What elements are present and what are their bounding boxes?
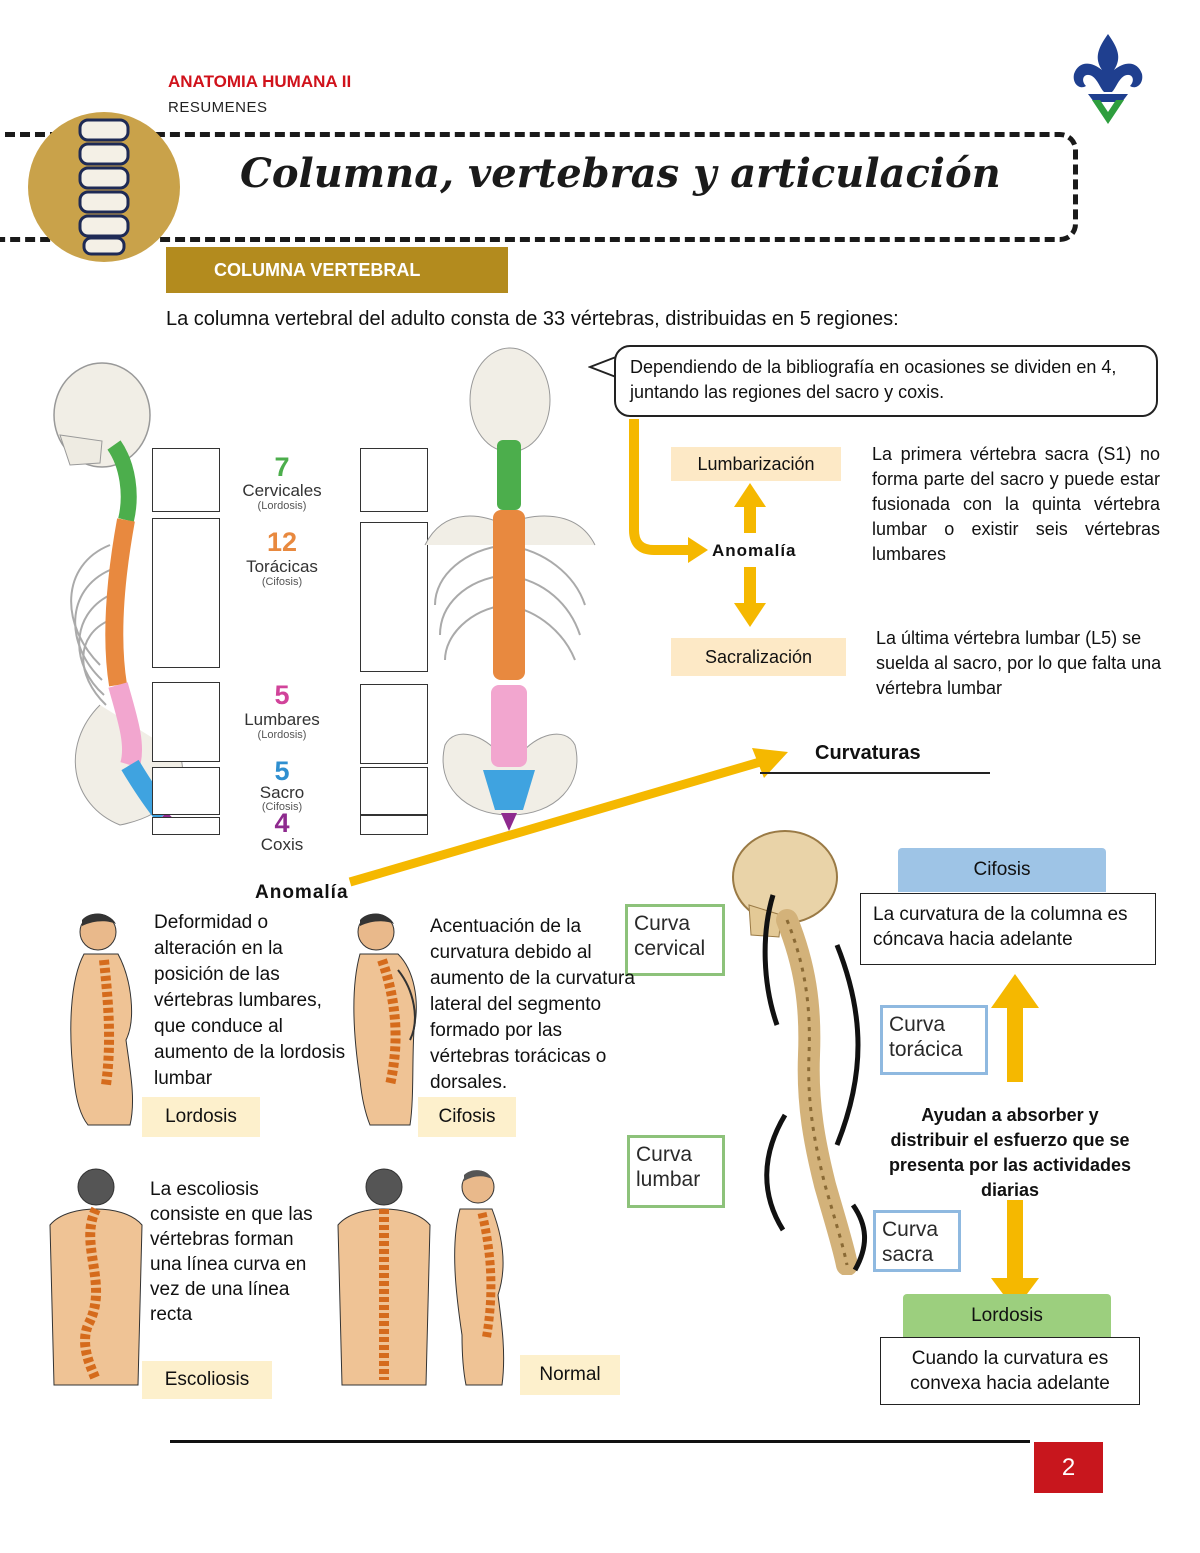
skeleton-spine-illustration <box>732 830 868 1275</box>
lordosis-description: Deformidad o alteración en la posición d… <box>154 912 346 1089</box>
vertebrae-icon <box>78 118 130 256</box>
heading-underline <box>760 772 990 774</box>
coccyx-name: Coxis <box>260 835 304 854</box>
sacralizacion-label: Sacralización <box>671 638 846 676</box>
university-logo-icon <box>1073 34 1143 124</box>
section-title: COLUMNA VERTEBRAL <box>166 247 508 293</box>
blank-label-box <box>360 767 428 815</box>
lordosis-header: Lordosis <box>903 1294 1111 1338</box>
lordosis-tag: Lordosis <box>142 1097 260 1137</box>
posterior-thoracic <box>493 510 525 680</box>
normal-tag: Normal <box>520 1355 620 1395</box>
curva-lumbar-label: Curva lumbar <box>627 1135 725 1208</box>
curvaturas-arrow <box>348 748 788 887</box>
lordosis-figure <box>70 913 134 1126</box>
blank-label-box <box>360 815 428 835</box>
cifosis-figure <box>353 913 417 1126</box>
posterior-coccyx <box>501 813 517 831</box>
escoliosis-description: La escoliosis consiste en que las vérteb… <box>150 1179 313 1325</box>
coccyx-count: 4 <box>274 808 290 838</box>
cifosis-tag: Cifosis <box>418 1097 516 1137</box>
curvaturas-heading: Curvaturas <box>815 742 921 764</box>
escoliosis-tag: Escoliosis <box>142 1361 272 1399</box>
curva-cervical-label: Curva cervical <box>625 904 725 976</box>
title-frame <box>0 132 1078 242</box>
posterior-lumbar <box>491 685 527 767</box>
lateral-cervical <box>107 440 137 522</box>
lateral-thoracic <box>105 518 135 687</box>
curva-sacra-label: Curva sacra <box>873 1210 961 1272</box>
thoracic-curve: (Cifosis) <box>261 576 303 588</box>
anomaly-label-bottom: Anomalía <box>255 882 349 903</box>
blank-label-box <box>152 448 220 512</box>
course-name: ANATOMIA HUMANA II <box>168 72 352 91</box>
lordosis-definition: Cuando la curvatura es convexa hacia ade… <box>880 1337 1140 1405</box>
intro-text: La columna vertebral del adulto consta d… <box>166 308 899 330</box>
spine-badge <box>28 112 180 262</box>
lumbar-curve: (Lordosis) <box>257 729 307 741</box>
blank-label-box <box>360 522 428 672</box>
anomaly-arrows <box>629 419 766 627</box>
cervical-curve: (Lordosis) <box>257 500 307 512</box>
cifosis-header: Cifosis <box>898 848 1106 892</box>
course-subtitle: RESUMENES <box>168 99 268 116</box>
blank-label-box <box>360 684 428 764</box>
posterior-spine-illustration <box>424 347 596 831</box>
blank-label-box <box>152 817 220 835</box>
sacrum-name: Sacro <box>259 783 305 802</box>
callout-note: Dependiendo de la bibliografía en ocasio… <box>614 345 1158 417</box>
normal-figures <box>337 1168 505 1386</box>
footer-rule <box>170 1440 1030 1443</box>
blank-label-box <box>152 518 220 668</box>
blank-label-box <box>360 448 428 512</box>
blank-label-box <box>152 682 220 762</box>
lumbarizacion-label: Lumbarización <box>671 447 841 481</box>
sacrum-curve: (Cifosis) <box>261 801 303 813</box>
cifosis-definition: La curvatura de la columna es cóncava ha… <box>860 893 1156 965</box>
posterior-cervical <box>497 440 521 510</box>
curva-toracica-label: Curva torácica <box>880 1005 988 1075</box>
lateral-lumbar <box>108 682 143 768</box>
blank-label-box <box>152 767 220 815</box>
sacrum-count: 5 <box>274 756 290 786</box>
anomaly-label-top: Anomalía <box>712 541 797 560</box>
thoracic-name: Torácicas <box>246 557 318 576</box>
sacralizacion-text: La última vértebra lumbar (L5) se suelda… <box>876 628 1162 698</box>
callout-pointer <box>588 356 617 378</box>
page-number: 2 <box>1034 1442 1103 1493</box>
cervical-name: Cervicales <box>242 481 322 500</box>
lumbar-count: 5 <box>274 680 290 710</box>
escoliosis-figure <box>49 1168 143 1386</box>
posterior-sacrum <box>483 770 535 810</box>
lumbar-name: Lumbares <box>244 710 320 729</box>
thoracic-count: 12 <box>266 527 298 557</box>
cervical-count: 7 <box>274 452 290 482</box>
page-title: Columna, vertebras y articulación <box>240 150 1001 197</box>
cifosis-description: Acentuación de la curvatura debido al au… <box>430 916 635 1093</box>
curvature-function-text: Ayudan a absorber y distribuir el esfuer… <box>888 1105 1132 1200</box>
lumbarizacion-text: La primera vértebra sacra (S1) no forma … <box>872 444 1160 564</box>
